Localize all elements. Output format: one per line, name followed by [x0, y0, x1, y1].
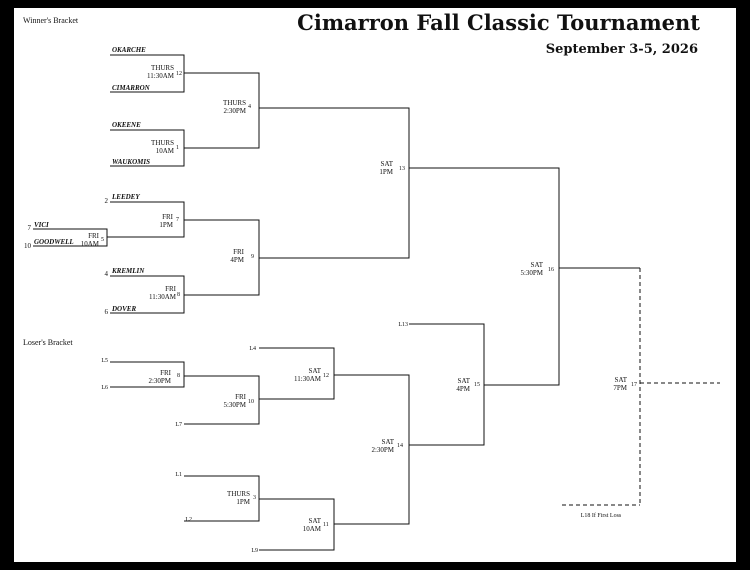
- game-l8-time: 2:30PM: [148, 377, 171, 385]
- game-l3-time: 1PM: [236, 498, 250, 506]
- game-l10-day: FRI: [235, 393, 247, 401]
- slot-l9: L9: [251, 548, 258, 554]
- game-l15-number: 15: [474, 382, 480, 388]
- match-line-sat-4pm: [409, 323, 485, 446]
- game-17-time: 7PM: [613, 384, 627, 392]
- game-16-time: 5:30PM: [520, 269, 543, 277]
- game-8-number: 8: [177, 292, 180, 298]
- game-16-day: SAT: [531, 261, 544, 269]
- team-kremlin: KREMLIN: [111, 267, 145, 275]
- slot-l1: L1: [175, 472, 182, 478]
- game-l8-day: FRI: [160, 369, 172, 377]
- game-4-day: THURS: [223, 99, 246, 107]
- tournament-title: Cimarron Fall Classic Tournament: [297, 10, 700, 35]
- game-5-number: 5: [101, 237, 104, 243]
- game-l14-time: 2:30PM: [371, 446, 394, 454]
- winners-bracket-label: Winner's Bracket: [23, 16, 79, 25]
- match-line-fri-530: [184, 375, 260, 425]
- slot-l6: L6: [101, 385, 108, 391]
- match-line-fri-4pm: [184, 219, 260, 296]
- game-9-day: FRI: [233, 248, 245, 256]
- seed-vici: 7: [28, 224, 32, 232]
- game-l14-number: 14: [397, 443, 403, 449]
- match-line-sat-1130: [259, 347, 335, 400]
- bracket-sheet: [14, 8, 736, 562]
- game-l10-time: 5:30PM: [223, 401, 246, 409]
- winners-game-labels: THURS 11:30AM 12 THURS 10AM 1 THURS 2:30…: [81, 64, 637, 392]
- seed-kremlin: 4: [105, 270, 109, 278]
- game-l15-time: 4PM: [456, 385, 470, 393]
- team-vici: VICI: [34, 221, 49, 229]
- slot-l4: L4: [249, 346, 256, 352]
- game-l14-day: SAT: [382, 438, 395, 446]
- losers-game-labels: FRI 2:30PM 8 FRI 5:30PM 10 SAT 11:30AM 1…: [148, 367, 480, 533]
- match-line-thurs-230: [184, 72, 260, 149]
- losers-bracket-label: Loser's Bracket: [23, 338, 73, 347]
- team-cimarron: CIMARRON: [112, 84, 151, 92]
- game-l3-day: THURS: [227, 490, 250, 498]
- game-1-time: 10AM: [156, 147, 175, 155]
- team-okarche: OKARCHE: [112, 46, 146, 54]
- game-12-day: THURS: [151, 64, 174, 72]
- match-line-sat-530: [409, 167, 560, 386]
- game-8-day: FRI: [165, 285, 177, 293]
- game-17-day: SAT: [615, 376, 628, 384]
- losers-bracket-lines: [110, 323, 485, 551]
- game-9-number: 9: [251, 254, 254, 260]
- game-16-number: 16: [548, 267, 554, 273]
- game-l11-number: 11: [323, 522, 329, 528]
- game-5-time: 10AM: [81, 240, 100, 248]
- game-5-day: FRI: [88, 232, 100, 240]
- game-l10-number: 10: [248, 399, 254, 405]
- game-l3-number: 3: [253, 495, 256, 501]
- team-leedey: LEEDEY: [111, 193, 140, 201]
- game-l11-time: 10AM: [303, 525, 322, 533]
- match-line-vici-goodwell: [33, 228, 108, 247]
- team-dover: DOVER: [111, 305, 136, 313]
- game-12-number: 12: [176, 71, 182, 77]
- game-l11-day: SAT: [309, 517, 322, 525]
- team-waukomis: WAUKOMIS: [112, 158, 150, 166]
- game-12-time: 11:30AM: [147, 72, 175, 80]
- match-line-sat-1pm: [259, 107, 410, 259]
- game-7-time: 1PM: [159, 221, 173, 229]
- game-7-day: FRI: [162, 213, 174, 221]
- game-1-day: THURS: [151, 139, 174, 147]
- game-7-number: 7: [176, 217, 179, 223]
- game-l15-day: SAT: [458, 377, 471, 385]
- tournament-dates: September 3-5, 2026: [546, 42, 698, 57]
- slot-l13: L13: [398, 322, 408, 328]
- game-17-number: 17: [631, 382, 637, 388]
- game-9-time: 4PM: [230, 256, 244, 264]
- match-line-sat-10am: [259, 498, 335, 551]
- loser-slot-labels: L13 L4 L5 L6 L7 L1 L2 L9 L18 If First Lo…: [101, 322, 622, 554]
- team-okeene: OKEENE: [112, 121, 141, 129]
- seed-dover: 6: [105, 308, 109, 316]
- game-l12-number: 12: [323, 373, 329, 379]
- game-13-number: 13: [399, 166, 405, 172]
- game-l12-day: SAT: [309, 367, 322, 375]
- match-line-sat-230: [334, 374, 410, 525]
- slot-l5: L5: [101, 358, 108, 364]
- game-8-time: 11:30AM: [149, 293, 177, 301]
- winners-bracket-lines: [33, 54, 720, 506]
- game-4-time: 2:30PM: [223, 107, 246, 115]
- game-1-number: 1: [176, 145, 179, 151]
- seed-goodwell: 10: [24, 242, 32, 250]
- team-labels: OKARCHE CIMARRON OKEENE WAUKOMIS 2 LEEDE…: [24, 46, 151, 316]
- seed-leedey: 2: [105, 197, 109, 205]
- slot-l2: L2: [185, 517, 192, 523]
- slot-l7: L7: [175, 422, 182, 428]
- slot-l18-if-first-loss: L18 If First Loss: [581, 512, 622, 519]
- game-l12-time: 11:30AM: [294, 375, 322, 383]
- match-line-l5-l6: [110, 361, 185, 388]
- game-13-time: 1PM: [379, 168, 393, 176]
- game-l8-number: 8: [177, 373, 180, 379]
- game-13-day: SAT: [381, 160, 394, 168]
- team-goodwell: GOODWELL: [34, 238, 74, 246]
- game-4-number: 4: [248, 104, 251, 110]
